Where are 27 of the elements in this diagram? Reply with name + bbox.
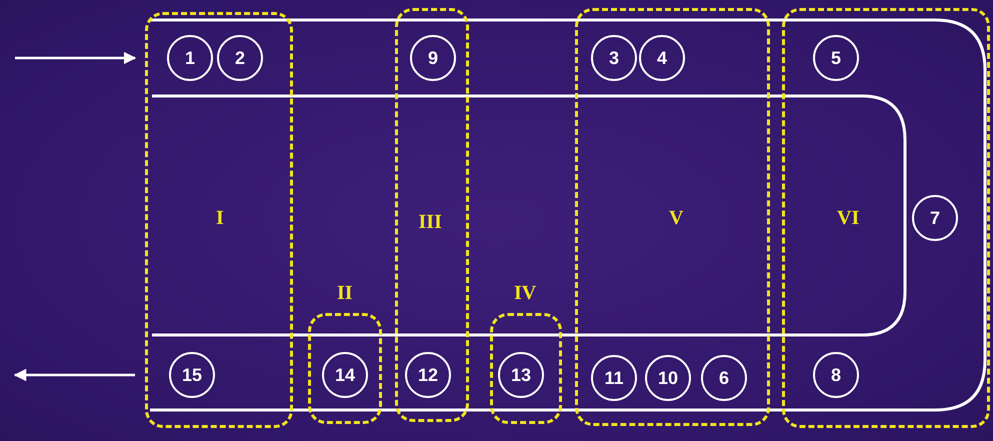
zone-label: VI [837,206,860,230]
numbered-circle: 12 [405,352,451,398]
zone-box [395,8,469,422]
zone-label: V [669,206,684,230]
numbered-circle: 10 [645,355,691,401]
numbered-circle: 8 [813,352,859,398]
numbered-circle: 5 [813,35,859,81]
zone-label: III [418,210,442,234]
numbered-circle: 4 [639,35,685,81]
numbered-circle: 13 [498,352,544,398]
arrow [15,52,136,64]
numbered-circle: 9 [410,35,456,81]
zone-label: I [216,206,224,230]
zone-label: IV [514,282,536,304]
zone-box [575,8,770,426]
zone-label: II [337,282,353,304]
arrow [14,368,135,382]
numbered-circle: 11 [591,355,637,401]
zone-box [145,12,293,428]
numbered-circle: 15 [169,352,215,398]
numbered-circle: 1 [167,35,213,81]
numbered-circle: 2 [217,35,263,81]
numbered-circle: 6 [701,355,747,401]
zone-box [782,8,990,428]
numbered-circle: 14 [322,352,368,398]
numbered-circle: 7 [912,195,958,241]
numbered-circle: 3 [591,35,637,81]
